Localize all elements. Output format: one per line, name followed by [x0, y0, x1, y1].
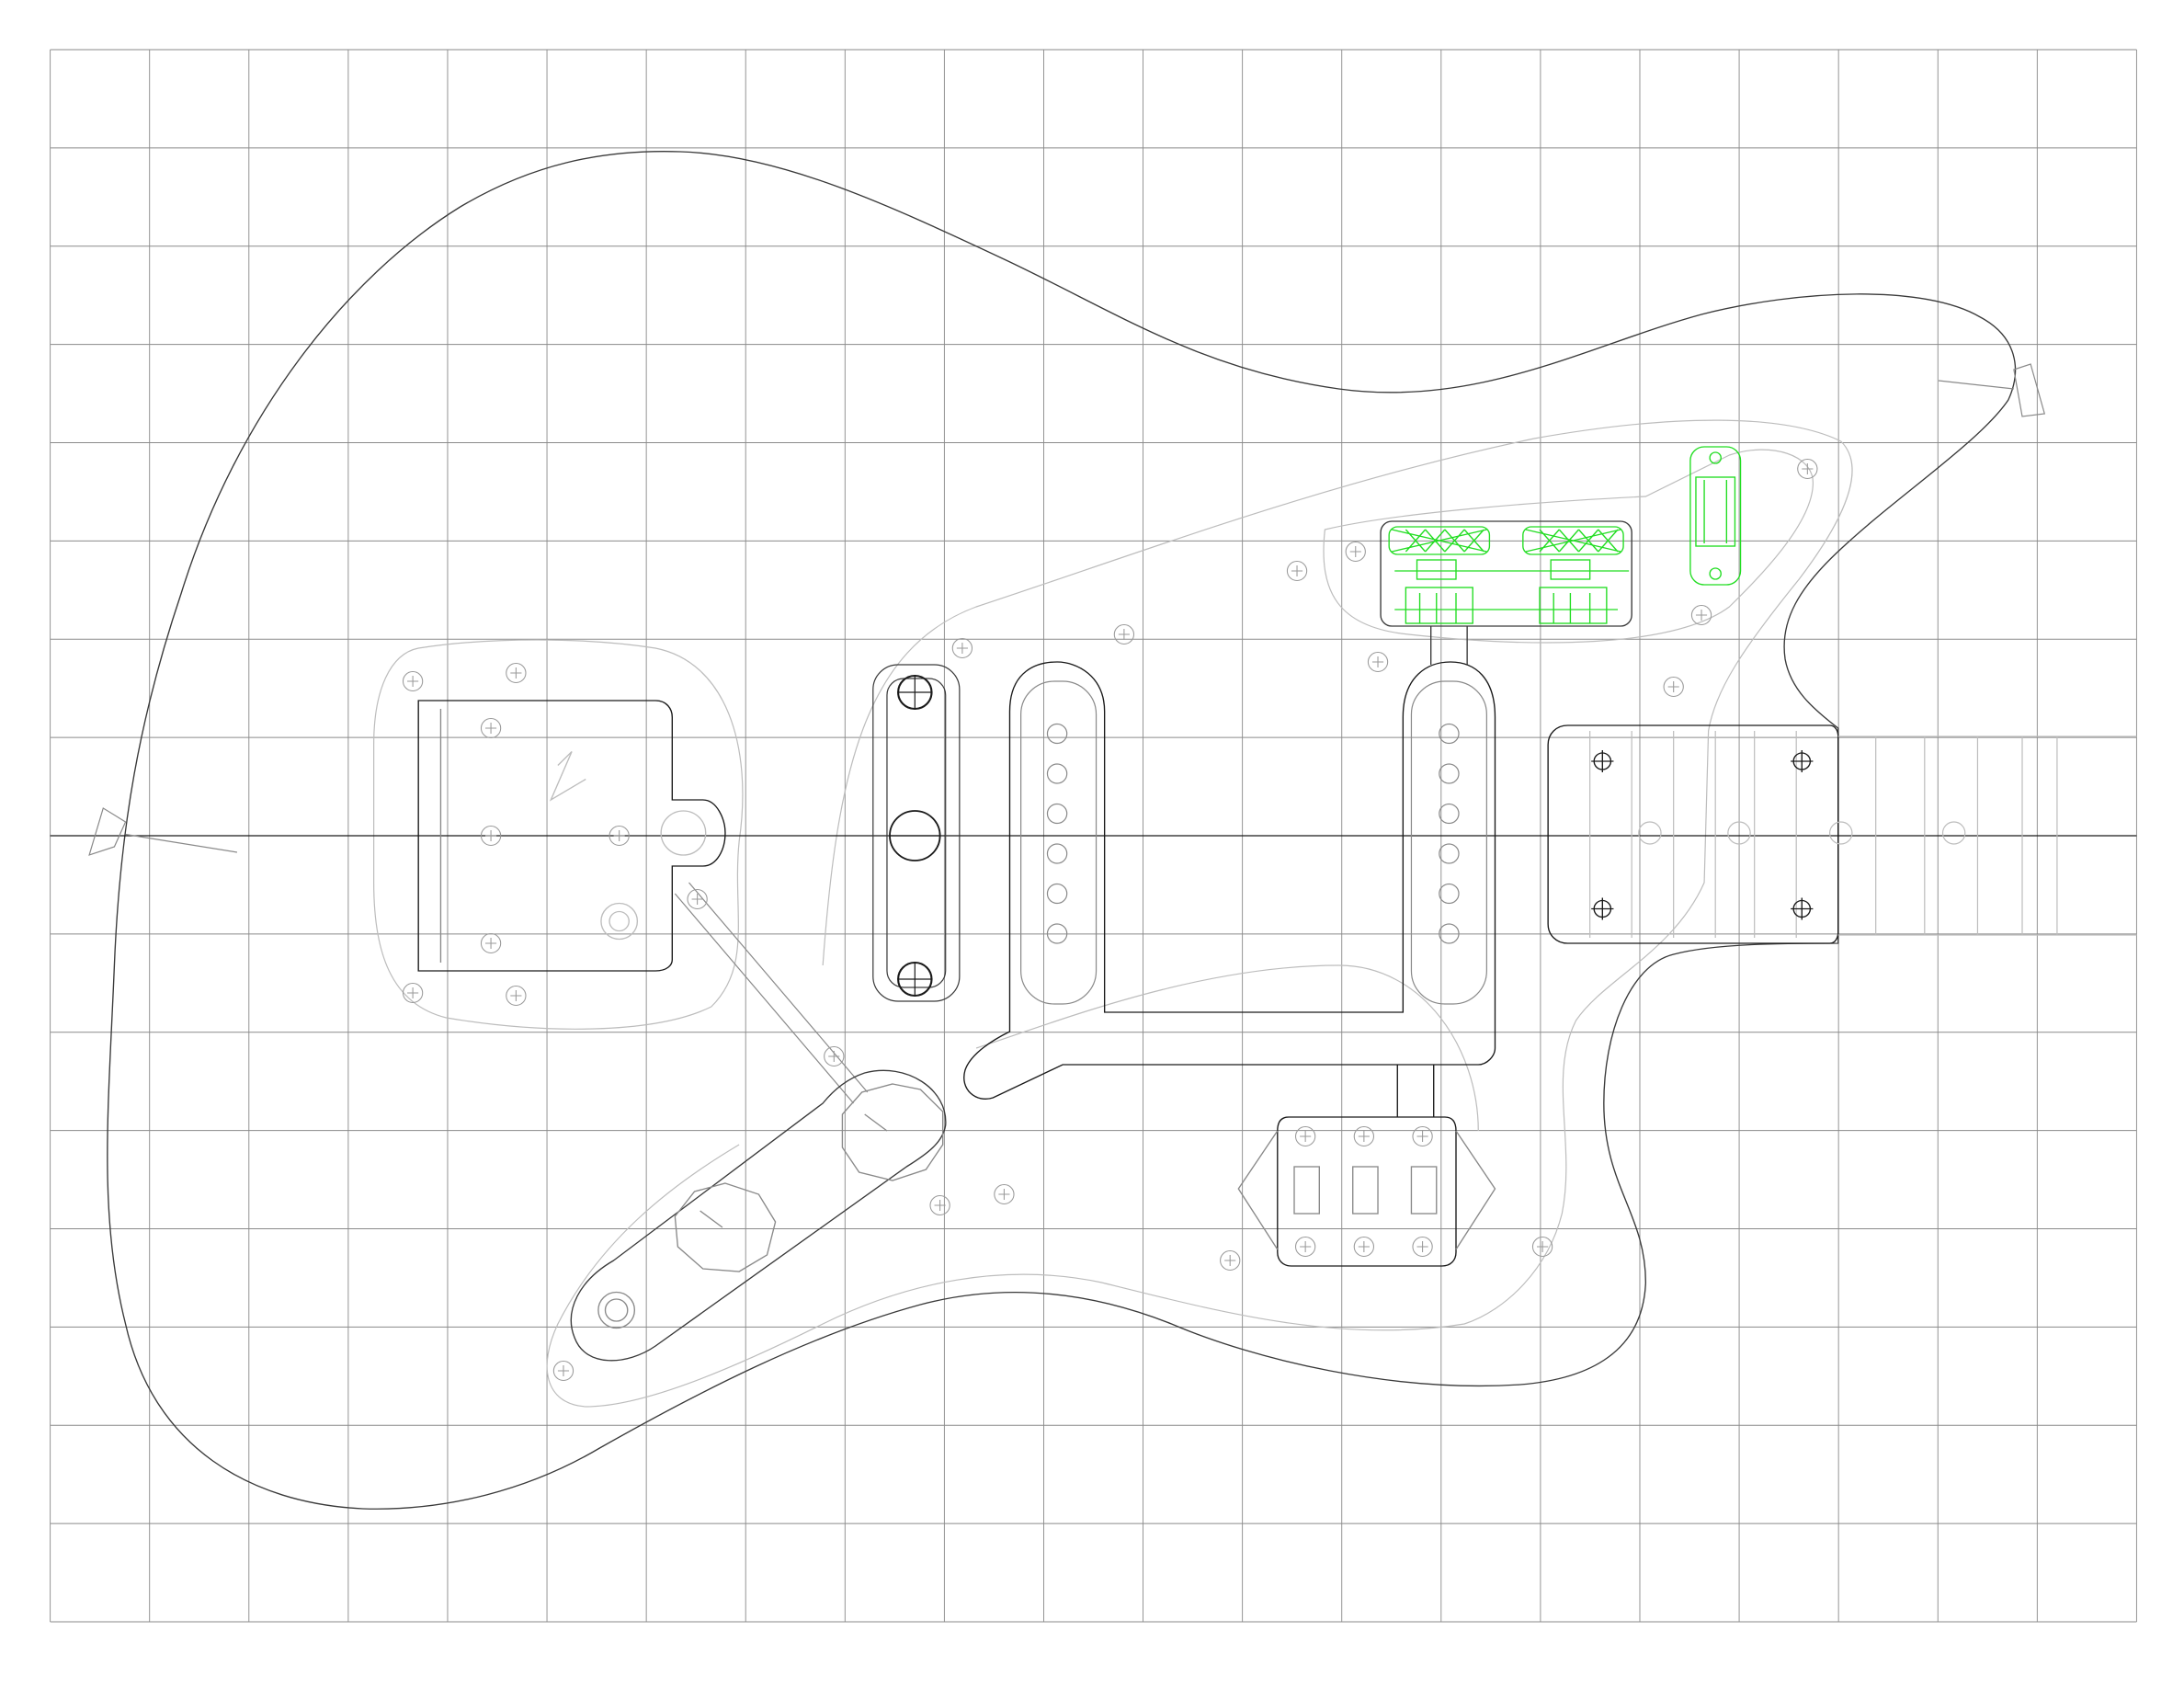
- neck-pocket: [1547, 724, 1839, 944]
- screw-icon: [1367, 651, 1389, 673]
- screw-icon: [1353, 1125, 1375, 1147]
- rhythm-circuit-highlight: [1380, 446, 1742, 665]
- screw-icon: [402, 670, 424, 692]
- screw-icon: [480, 825, 502, 847]
- screw-icon: [1345, 541, 1366, 563]
- neck-pickup: [1410, 680, 1487, 1005]
- rhythm-plate: [1323, 449, 1814, 644]
- screw-icon: [480, 717, 502, 739]
- tone-knob: [674, 1182, 777, 1272]
- control-plate-edge: [975, 964, 1479, 1132]
- neck: [1589, 731, 2137, 938]
- control-plate: [570, 1069, 947, 1362]
- pickguard-upper: [546, 419, 1853, 1408]
- strap-button-right: [1938, 363, 2046, 417]
- screw-icon: [951, 637, 973, 659]
- strap-button-left: [88, 807, 238, 856]
- middle-pickup: [1020, 680, 1098, 1005]
- tremolo-arm: [674, 882, 869, 1104]
- screw-icon: [506, 662, 527, 684]
- neck-screws: [1591, 750, 1814, 920]
- screw-icon: [552, 1360, 574, 1382]
- output-jack: [597, 1291, 636, 1329]
- screw-icon: [687, 888, 708, 910]
- pickup-selector-plate: [1237, 1065, 1496, 1267]
- screw-icon: [1412, 1236, 1433, 1258]
- screw-icon: [1797, 458, 1818, 480]
- screw-icon: [1294, 1236, 1316, 1258]
- screw-icon: [1663, 676, 1684, 698]
- screw-icon: [480, 932, 502, 954]
- volume-knob: [841, 1083, 944, 1181]
- bridge-pickup: [872, 664, 961, 1002]
- screw-icon: [1531, 1236, 1553, 1258]
- pickguard-outline: [373, 419, 1853, 1408]
- screw-icon: [1294, 1125, 1316, 1147]
- screw-icon: [824, 1045, 845, 1067]
- screw-icon: [1113, 623, 1135, 645]
- body-outline: [107, 151, 2017, 1510]
- screw-icon: [609, 825, 630, 847]
- tailpiece: [417, 700, 726, 972]
- screw-icon: [1690, 604, 1712, 626]
- screw-icon: [929, 1194, 950, 1216]
- screw-icon: [1412, 1125, 1433, 1147]
- screw-icon: [506, 985, 527, 1007]
- screw-icon: [1286, 560, 1308, 582]
- screw-icon: [1353, 1236, 1375, 1258]
- pickguard-screws: [402, 458, 1818, 1382]
- screw-icon: [994, 1183, 1015, 1205]
- tailpiece-plate: [373, 639, 744, 1030]
- pickup-cavity-route: [963, 661, 1496, 1100]
- screw-icon: [1220, 1249, 1241, 1272]
- screw-icon: [402, 982, 424, 1004]
